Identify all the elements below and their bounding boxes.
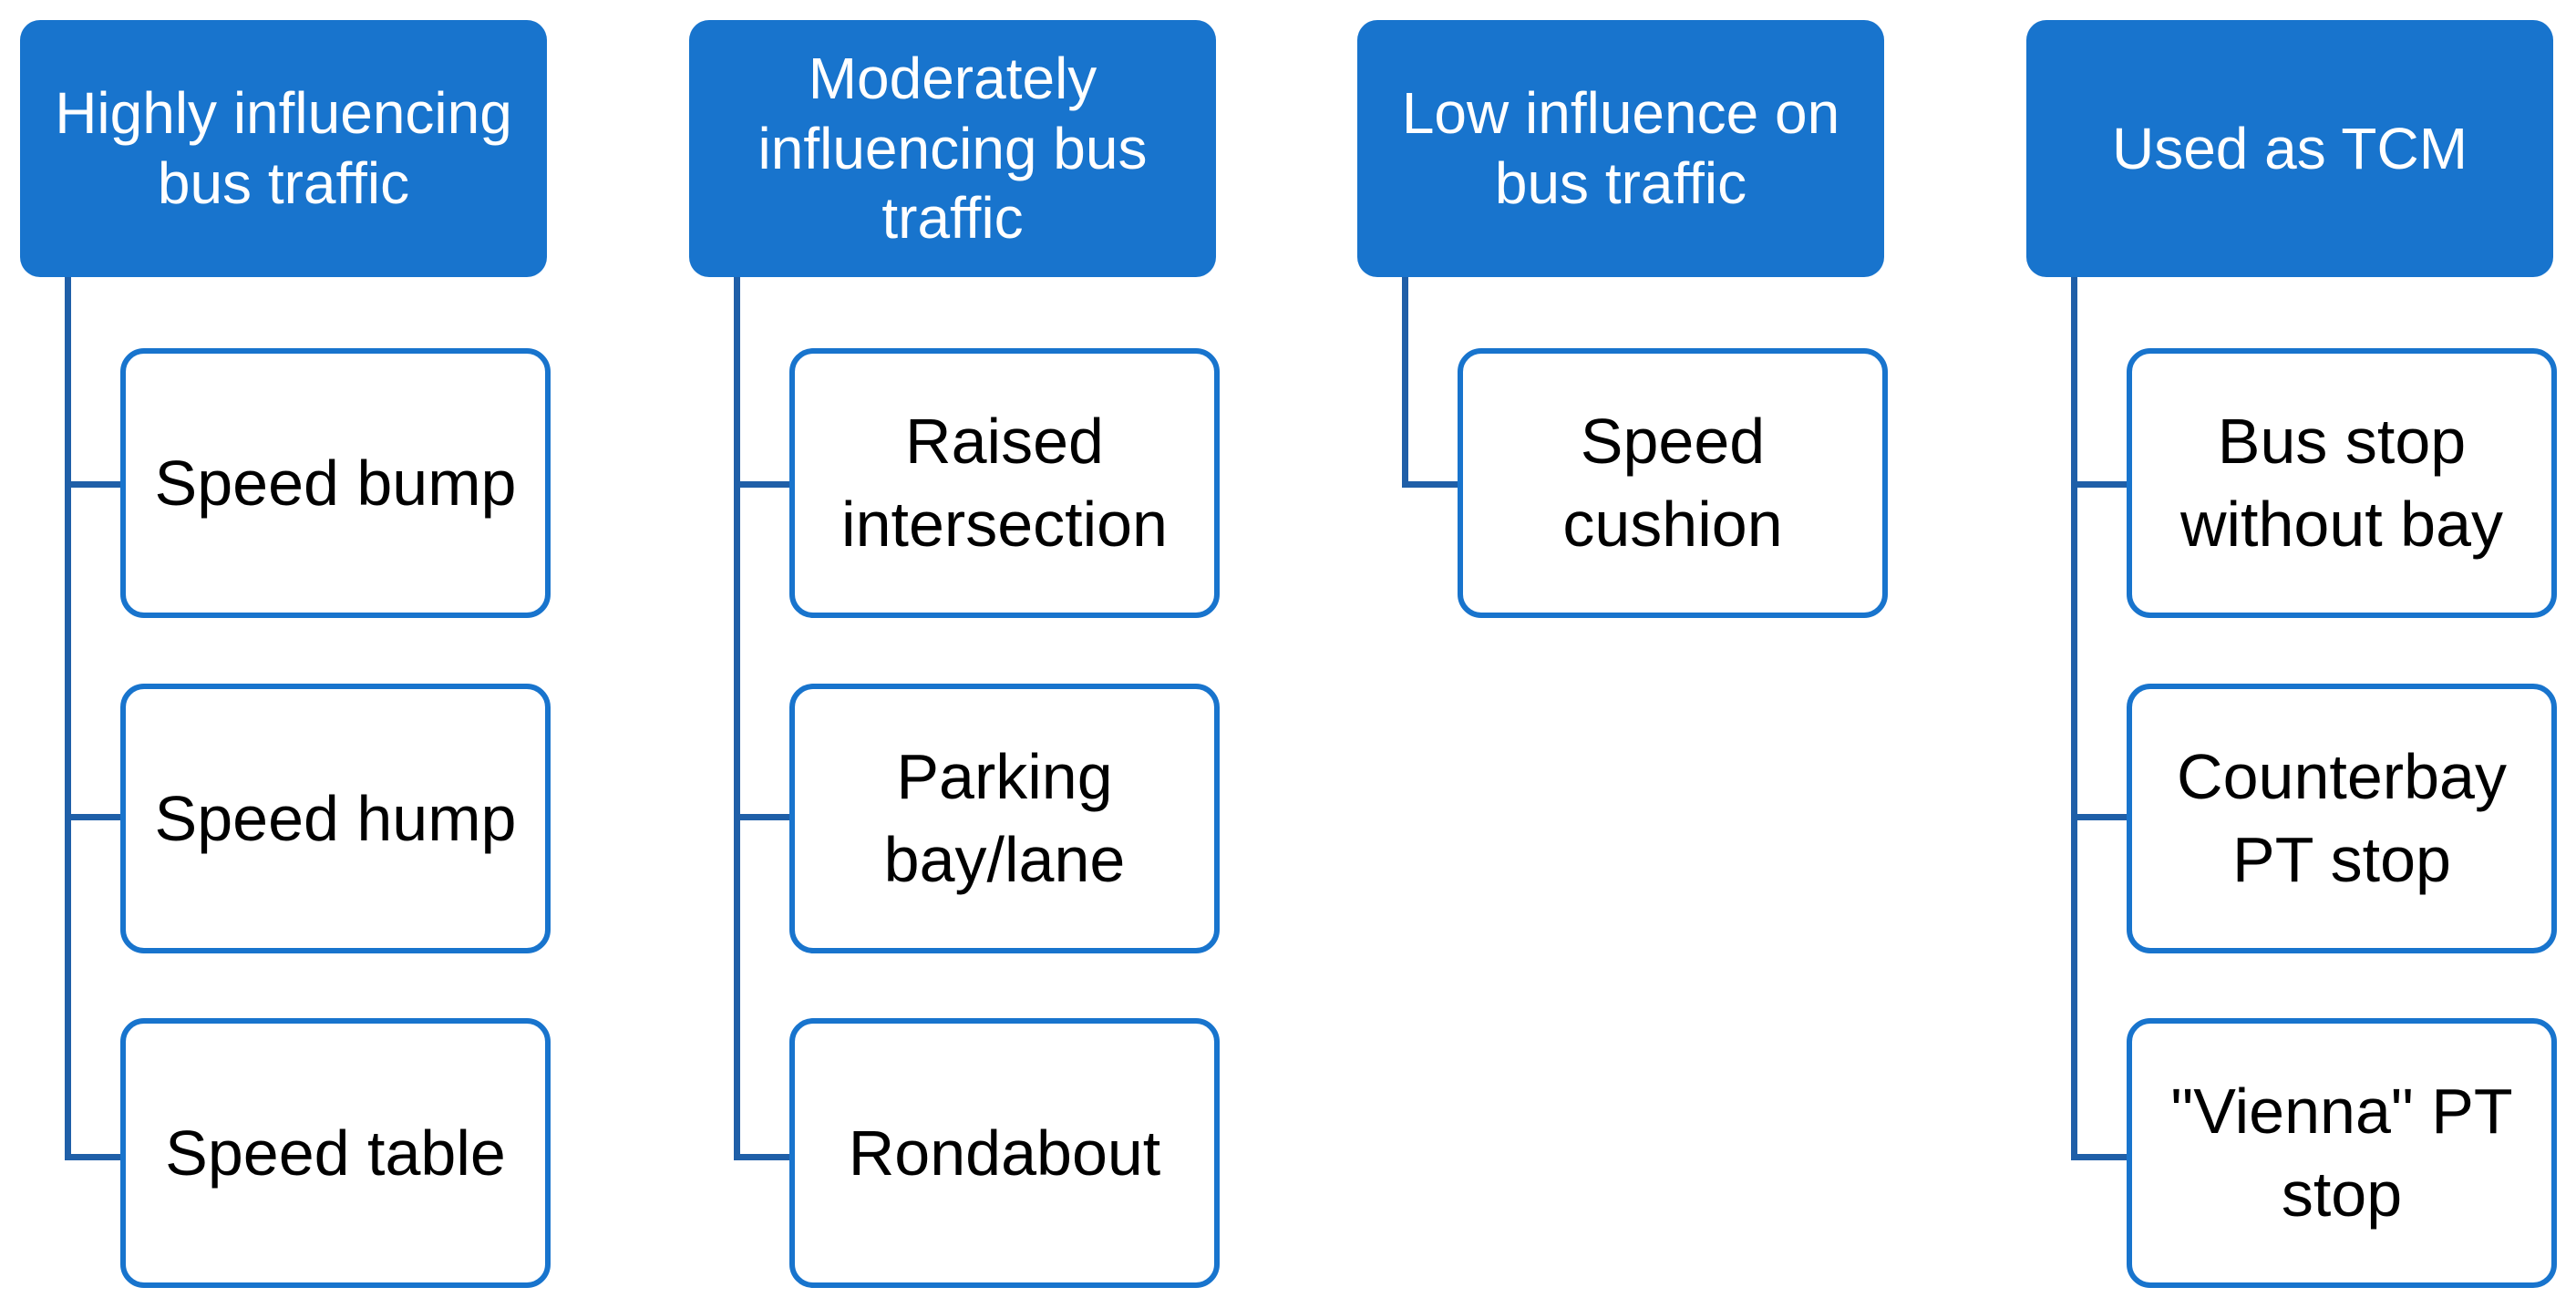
connector-branch	[2071, 814, 2128, 820]
measure-label: Speed hump	[154, 782, 517, 854]
measure-box: Rondabout	[789, 1018, 1220, 1288]
group-header: Moderately influencing bus traffic	[689, 20, 1216, 277]
connector-branch	[2071, 481, 2128, 488]
connector-branch	[65, 814, 122, 820]
group-used-as-tcm: Used as TCM Bus stop without bay Counter…	[2026, 0, 2573, 1308]
measure-box: Speed bump	[120, 348, 551, 618]
measure-label: "Vienna" PT stop	[2170, 1076, 2513, 1230]
connector-branch	[1402, 481, 1459, 488]
connector-stem	[734, 277, 740, 1160]
connector-branch	[734, 814, 791, 820]
group-header-label: Used as TCM	[2111, 115, 2468, 181]
group-header-label: Moderately influencing bus traffic	[757, 45, 1148, 252]
measure-label: Speed cushion	[1562, 406, 1783, 560]
connector-stem	[2071, 277, 2077, 1160]
connector-stem	[65, 277, 71, 1160]
measure-label: Speed table	[165, 1117, 506, 1189]
measure-box: Speed hump	[120, 684, 551, 953]
measure-label: Bus stop without bay	[2179, 406, 2504, 560]
group-moderately-influencing: Moderately influencing bus traffic Raise…	[689, 0, 1236, 1308]
measure-box: Speed table	[120, 1018, 551, 1288]
measure-box: Bus stop without bay	[2127, 348, 2557, 618]
measure-box: Speed cushion	[1458, 348, 1888, 618]
measure-box: "Vienna" PT stop	[2127, 1018, 2557, 1288]
connector-branch	[65, 1154, 122, 1160]
measure-label: Speed bump	[154, 447, 517, 519]
measure-box: Raised intersection	[789, 348, 1220, 618]
group-low-influence: Low influence on bus traffic Speed cushi…	[1357, 0, 1904, 1308]
measure-box: Counterbay PT stop	[2127, 684, 2557, 953]
group-header-label: Highly influencing bus traffic	[55, 80, 512, 216]
measure-label: Rondabout	[848, 1117, 1161, 1189]
measure-label: Raised intersection	[841, 406, 1168, 560]
connector-branch	[65, 481, 122, 488]
group-highly-influencing: Highly influencing bus traffic Speed bum…	[20, 0, 567, 1308]
group-header: Highly influencing bus traffic	[20, 20, 547, 277]
connector-branch	[734, 1154, 791, 1160]
connector-stem	[1402, 277, 1408, 488]
group-header: Low influence on bus traffic	[1357, 20, 1884, 277]
group-header: Used as TCM	[2026, 20, 2553, 277]
measure-label: Counterbay PT stop	[2177, 741, 2507, 895]
connector-branch	[734, 481, 791, 488]
measure-label: Parking bay/lane	[883, 741, 1126, 895]
group-header-label: Low influence on bus traffic	[1401, 80, 1840, 216]
connector-branch	[2071, 1154, 2128, 1160]
measure-box: Parking bay/lane	[789, 684, 1220, 953]
